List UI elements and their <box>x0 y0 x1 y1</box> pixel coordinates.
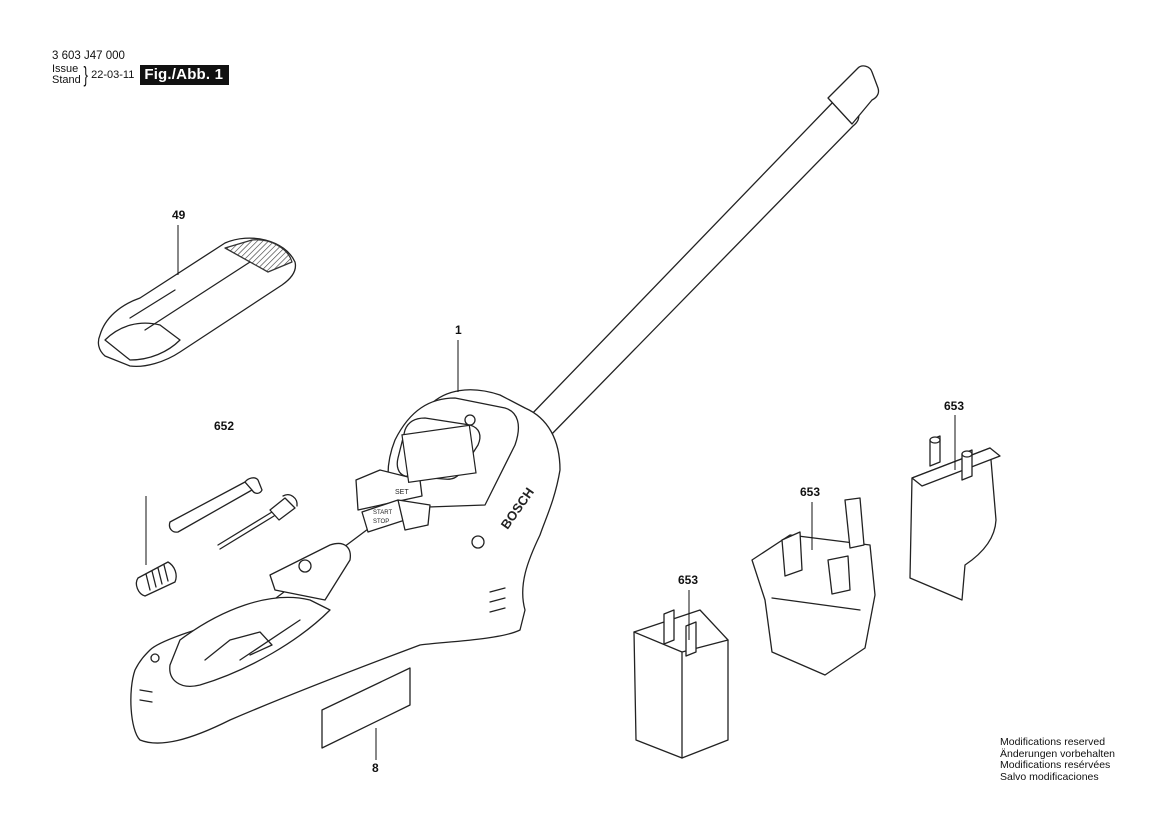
figure-label: Fig./Abb. 1 <box>140 65 230 85</box>
stop-button-text: STOP <box>373 519 389 525</box>
plug-eu <box>909 435 1001 601</box>
pump-display <box>401 424 477 484</box>
label-sticker <box>321 667 411 749</box>
footer-line-fr: Modifications resérvées <box>1000 759 1111 771</box>
brace-glyph: } <box>83 62 88 87</box>
modifications-note: Modifications reserved Änderungen vorbeh… <box>1000 736 1116 783</box>
issue-date: 22-03-11 <box>91 69 135 81</box>
callout-plug-uk: 653 <box>800 485 820 499</box>
pump-body <box>130 65 880 744</box>
callout-cap: 49 <box>172 208 186 222</box>
issue-label: Issue <box>52 63 79 75</box>
callout-pump: 1 <box>455 323 462 337</box>
part-number: 3 603 J47 000 <box>52 50 125 62</box>
issue-block: Issue Stand } 22-03-11 Fig./Abb. 1 <box>52 62 230 87</box>
footer-line-es: Salvo modificaciones <box>1000 770 1099 783</box>
plug-uk <box>751 497 876 676</box>
footer-line-de: Änderungen vorbehalten <box>1000 747 1116 760</box>
callout-needles: 652 <box>214 419 234 433</box>
footer-line-en: Modifications reserved <box>1000 736 1106 748</box>
start-button-text: START <box>373 510 392 516</box>
set-button-text: SET <box>395 489 409 496</box>
callout-label: 8 <box>372 761 379 775</box>
callout-plug-eu: 653 <box>944 399 964 413</box>
stand-label: Stand <box>52 74 81 86</box>
needle-set <box>135 477 298 597</box>
plug-us <box>633 609 729 759</box>
callout-plug-us: 653 <box>678 573 698 587</box>
cap-part <box>97 237 297 368</box>
issue-labels: Issue Stand <box>52 64 81 86</box>
